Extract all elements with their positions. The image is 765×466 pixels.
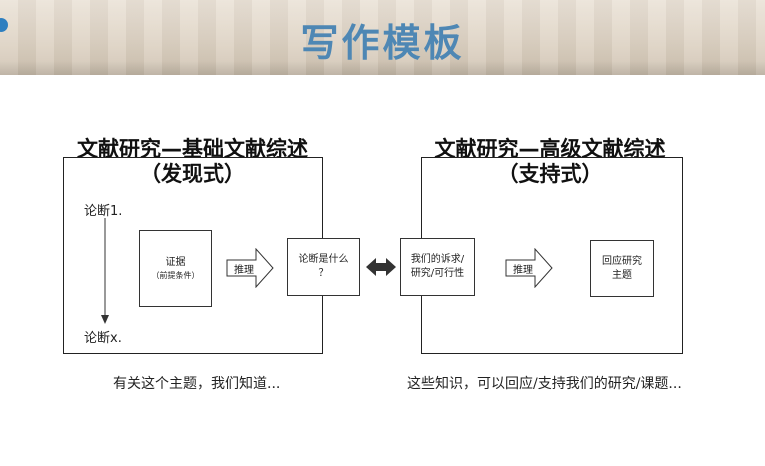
response-box-line1: 回应研究 [602, 255, 642, 267]
response-box-line2: 主题 [612, 269, 632, 281]
left-reasoning-arrow: 推理 [226, 248, 274, 288]
assertion-first-label: 论断1. [84, 204, 123, 219]
claim-box: 我们的诉求/ 研究/可行性 [400, 238, 475, 296]
left-reasoning-label: 推理 [234, 264, 254, 276]
corner-dot-icon [0, 18, 8, 32]
assertion-box-line2: ？ [318, 268, 329, 279]
vertical-arrow-icon [101, 218, 109, 324]
left-heading-line2: （发现式） [140, 162, 245, 186]
title-banner [0, 0, 765, 75]
evidence-box: 证据 （前提条件） [139, 230, 212, 307]
right-reasoning-arrow: 推理 [505, 248, 553, 288]
banner-shadow [0, 61, 765, 75]
block-arrow-right-icon [505, 248, 553, 288]
right-heading-line2: （支持式） [497, 162, 603, 186]
right-reasoning-label: 推理 [513, 264, 533, 276]
block-arrow-right-icon [226, 248, 274, 288]
assertion-last-label: 论断x. [84, 331, 122, 346]
double-arrow-icon [366, 258, 396, 276]
banner-wood-texture [0, 0, 765, 75]
right-caption: 这些知识，可以回应/支持我们的研究/课题... [407, 376, 682, 392]
response-box: 回应研究 主题 [590, 240, 654, 297]
claim-box-line2: 研究/可行性 [410, 268, 465, 279]
evidence-box-line1: 证据 [165, 256, 186, 268]
claim-box-line1: 我们的诉求/ [410, 254, 465, 265]
assertion-box: 论断是什么 ？ [287, 238, 360, 296]
evidence-box-line2: （前提条件） [151, 270, 200, 280]
left-caption: 有关这个主题，我们知道... [113, 376, 281, 392]
assertion-box-line1: 论断是什么 [298, 254, 349, 265]
slide-title: 写作模板 [300, 21, 465, 65]
